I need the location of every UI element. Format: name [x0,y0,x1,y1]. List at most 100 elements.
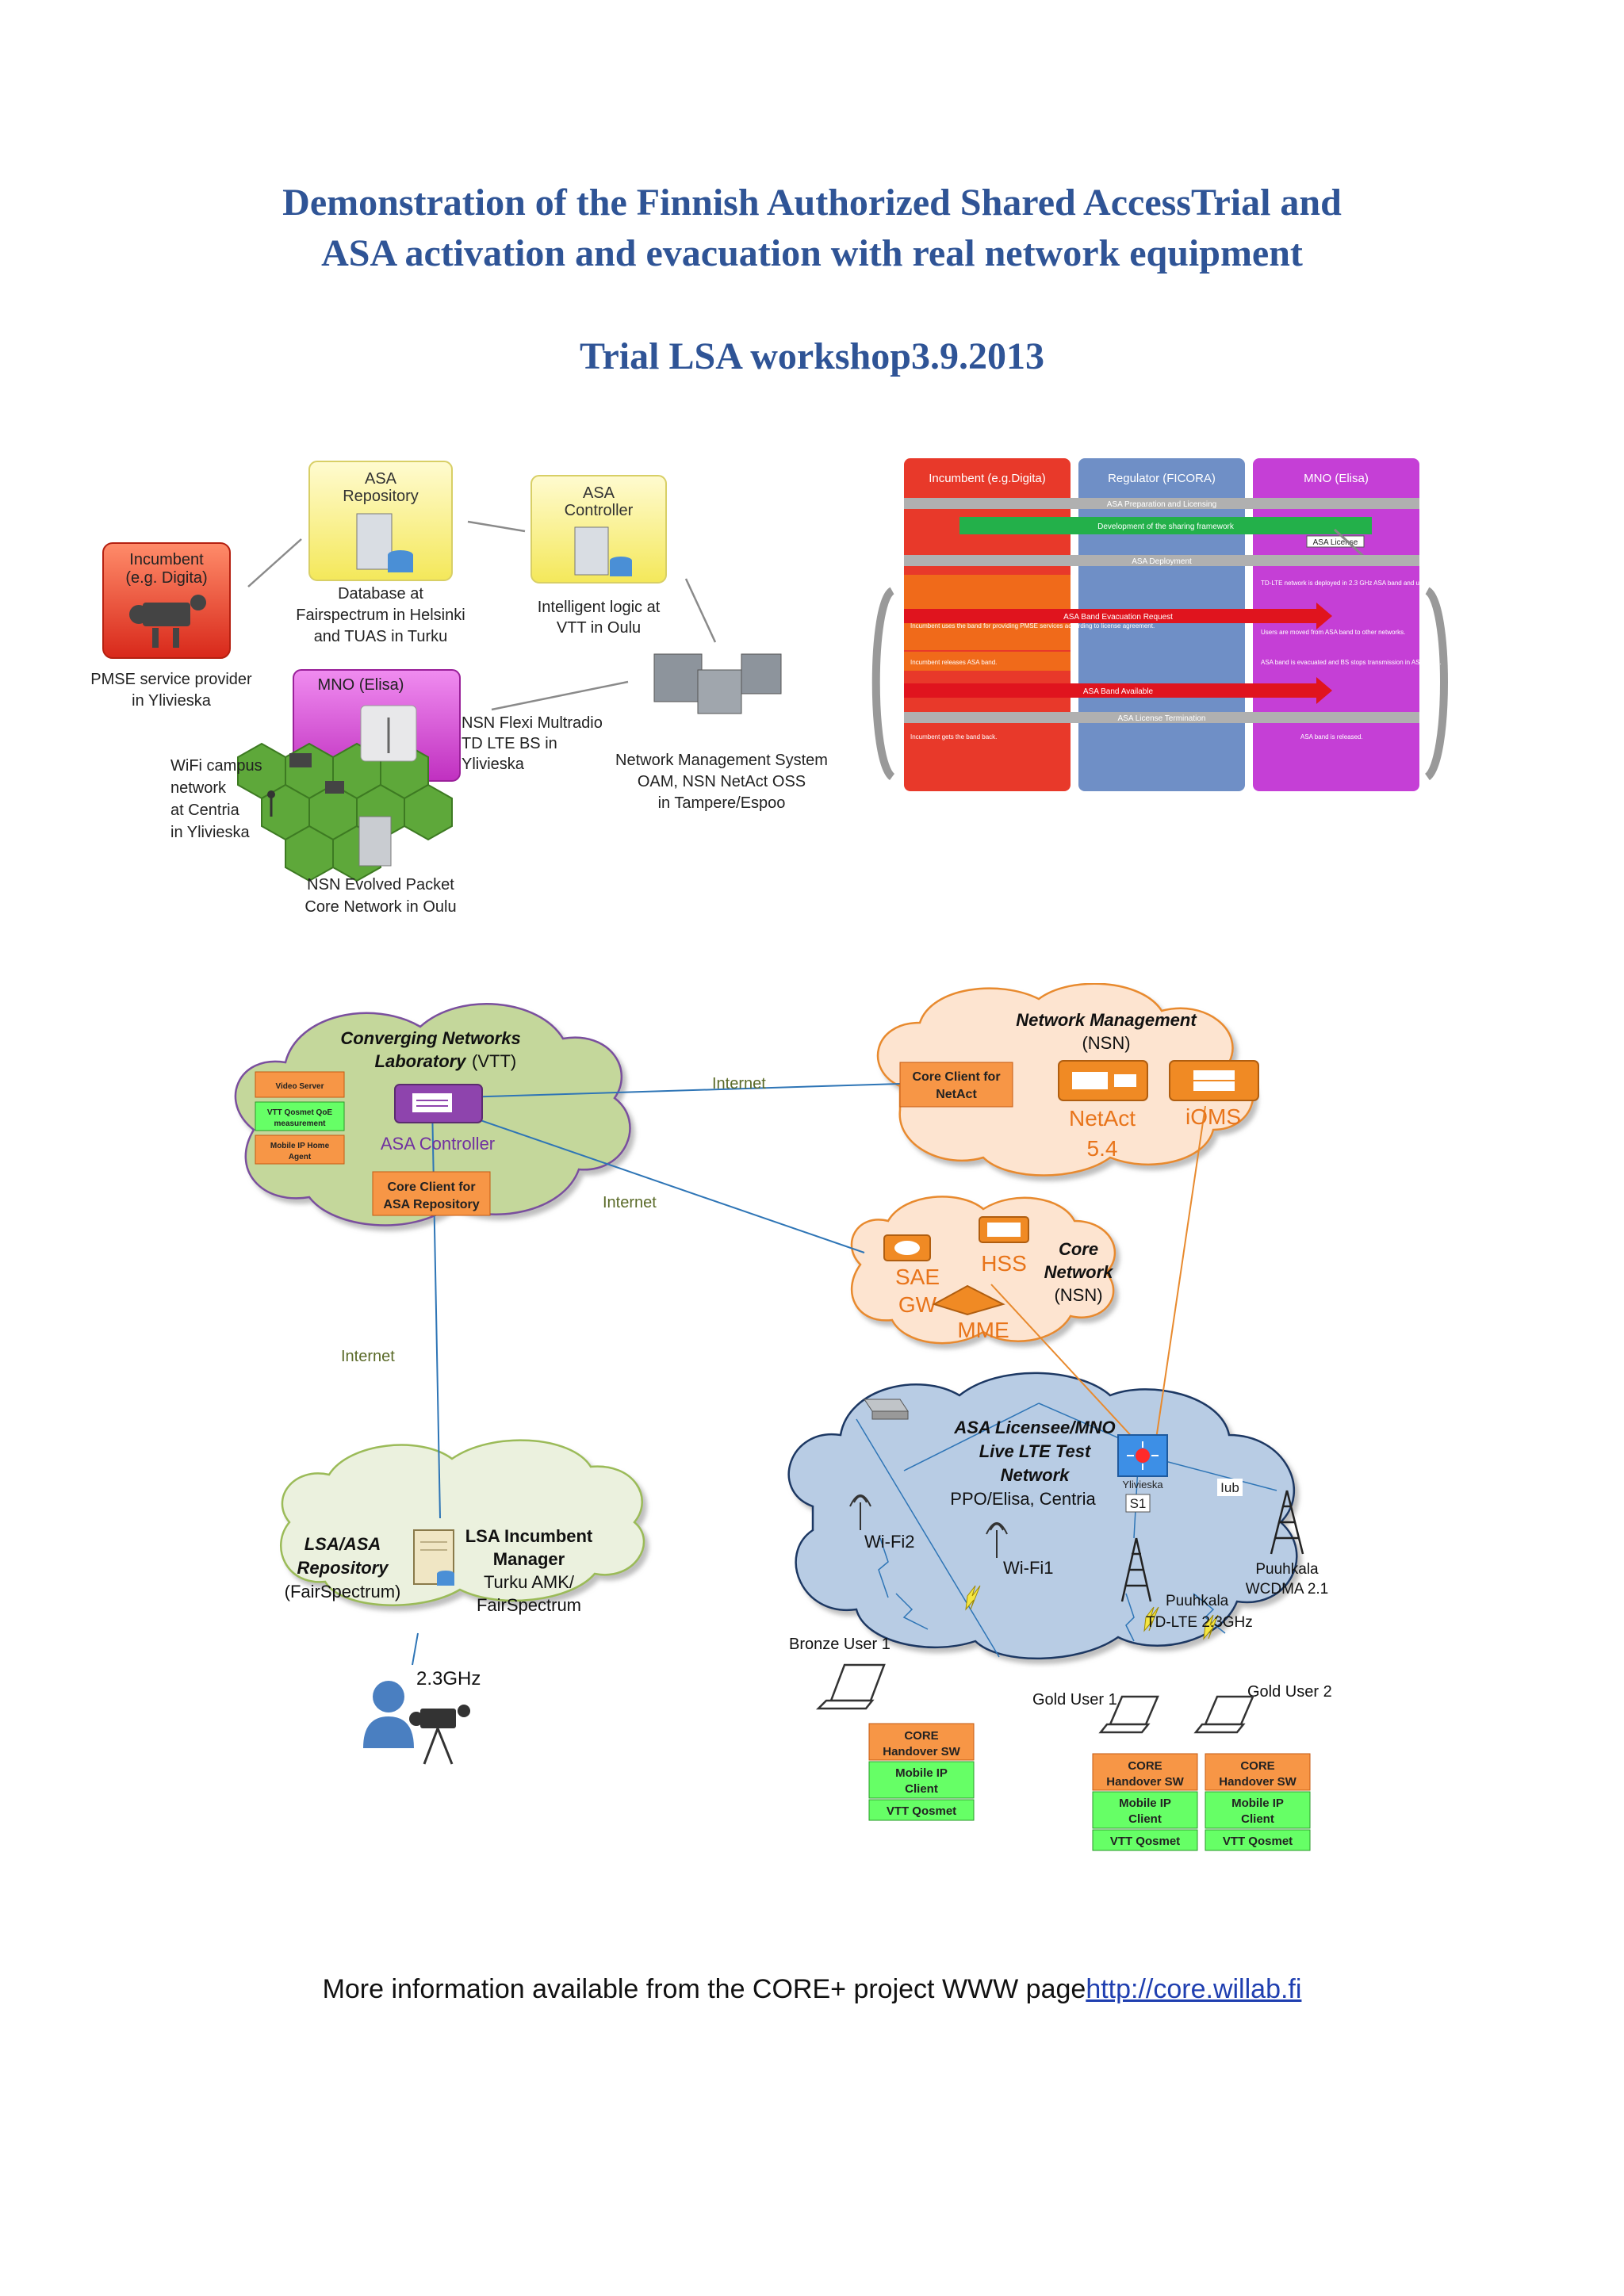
license-label: ASA License [1313,538,1358,547]
base-station-icon [360,705,417,762]
evac-request-arrow [904,609,1316,623]
epc-caption-1: NSN Evolved Packet [307,876,454,894]
puuhkala-wcdma-label-2: WCDMA 2.1 [1246,1581,1329,1598]
lsa-repo-title-1: LSA/ASA [304,1534,381,1554]
phase-bar [904,712,1419,723]
wifi-caption-2: network [170,779,227,797]
mno-node: MNO (Elisa) [237,669,461,882]
regulator-lane [1078,458,1245,791]
asa-repository-label-2: Repository [343,488,419,505]
mno-note-3: ASA band is evacuated and BS stops trans… [1261,659,1442,666]
incumbent-label-2: (e.g. Digita) [125,569,207,587]
band-available-arrow [904,683,1316,698]
wifi2-ap-icon [849,1494,871,1530]
nm-title: Network Management [1016,1010,1197,1030]
core-cloud [850,1196,1116,1345]
server-icon [413,1529,454,1586]
incumbent-label-1: Incumbent [129,551,204,568]
core-client-repo-box [372,1171,491,1216]
incumbent-caption-1: PMSE service provider [90,671,252,688]
lane-title-incumbent: Incumbent (e.g.Digita) [929,472,1046,485]
repository-caption-2: Fairspectrum in Helsinki [296,607,465,624]
asa-repository-node: ASA Repository [308,461,453,581]
footer-link[interactable]: http://core.willab.fi [1086,1974,1302,2004]
phase-bar [904,555,1419,566]
mobile-ip-agent-box [255,1135,345,1165]
lane-title-regulator: Regulator (FICORA) [1108,472,1216,485]
bs-caption-1: NSN Flexi Multradio [462,714,603,732]
td-lte-tower-icon [1120,1537,1152,1602]
core-nsn: (NSN) [1054,1285,1102,1305]
asa-repository-label-1: ASA [365,470,397,488]
video-server-box [255,1071,345,1098]
core-handover-label-1: CORE [1128,1759,1162,1773]
lsa-cloud [280,1439,645,1606]
sharing-bar [959,517,1372,534]
bronze-user-label: Bronze User 1 [789,1636,891,1653]
mno-note-2: Users are moved from ASA band to other n… [1261,629,1405,636]
gold-user-1-label: Gold User 1 [1032,1691,1117,1709]
footer: More information available from the CORE… [0,1974,1624,2005]
qosmet-label-1: VTT Qosmet QoE [267,1108,333,1117]
mno-label: MNO (Elisa) [318,676,404,694]
nm-nsn: (NSN) [1082,1033,1130,1053]
ylivieska-label: Ylivieska [1122,1479,1163,1490]
pen-icon [1333,528,1365,558]
rnc-switch-icon [1117,1434,1168,1477]
mno-sub: PPO/Elisa, Centria [950,1489,1096,1509]
mobile-ip-client-label-1: Mobile IP [1231,1797,1284,1810]
lightning-icon [965,1585,1219,1640]
camera-icon [409,1705,470,1765]
freq-label: 2.3GHz [416,1668,481,1689]
incumbent-caption-2: in Ylivieska [132,692,212,710]
wifi-caption-3: at Centria [170,802,240,819]
coverage-cells [237,742,453,882]
top-architecture-figure: ASA Repository Database at Fairspectrum … [90,458,1451,916]
core-client-repo-label-1: Core Client for [387,1181,475,1194]
laptop-icon [1193,1695,1254,1734]
lsa-incumbent-sub-1: Turku AMK/ [484,1572,575,1592]
cnl-title-2: Laboratory [375,1051,468,1071]
sharing-label: Development of the sharing framework [1097,522,1235,531]
controller-caption-2: VTT in Oulu [557,619,641,637]
mobile-ip-client-label-1: Mobile IP [895,1766,948,1780]
controller-caption-1: Intelligent logic at [538,599,661,616]
subtitle: Trial LSA workshop3.9.2013 [580,335,1044,377]
puuhkala-td-label-2: TD-LTE 2.3GHz [1146,1614,1253,1631]
sequence-chart: Incumbent (e.g.Digita) Regulator (FICORA… [871,458,1451,791]
video-server-label: Video Server [276,1082,324,1091]
nms-caption-2: OAM, NSN NetAct OSS [638,773,806,790]
gw-label: GW [898,1292,937,1317]
internet-label-2: Internet [603,1194,657,1211]
asa-controller-label: ASA Controller [381,1134,495,1154]
qosmet-box [255,1101,345,1131]
incumbent-note-3: Incumbent gets the band back. [910,733,997,740]
laptop-icon [815,1663,886,1710]
bs-caption-2: TD LTE BS in [462,735,557,752]
title-line-1: Demonstration of the Finnish Authorized … [282,182,1342,224]
s1-box [1125,1494,1151,1513]
incumbent-note-2: Incumbent releases ASA band. [910,659,997,666]
core-handover-label-2: Handover SW [1219,1775,1297,1789]
netact-device [1058,1060,1148,1101]
core-title-2: Network [1044,1262,1115,1282]
s1-label: S1 [1130,1496,1147,1511]
mobile-ip-agent-label-1: Mobile IP Home [270,1142,330,1150]
hss-label: HSS [981,1251,1027,1276]
iub-label: Iub [1220,1480,1239,1495]
wcdma-tower-icon [1270,1490,1304,1555]
netact-label-1: NetAct [1069,1106,1136,1131]
management-links [990,1105,1206,1441]
lane-title-mno: MNO (Elisa) [1304,472,1369,485]
wifi1-ap-icon [986,1522,1008,1558]
core-client-repo-label-2: ASA Repository [383,1198,479,1211]
mobile-ip-agent-label-2: Agent [289,1153,312,1161]
puuhkala-td-label-1: Puuhkala [1166,1593,1229,1609]
bs-caption-3: Ylivieska [462,756,525,773]
gold-user-2-stack: CORE Handover SW Mobile IP Client VTT Qo… [1205,1753,1311,1851]
sae-label: SAE [895,1265,940,1289]
asa-controller-node: ASA Controller [530,475,667,584]
nms-caption-3: in Tampere/Espoo [658,794,786,812]
epc-caption-2: Core Network in Oulu [304,898,456,916]
repository-caption-1: Database at [338,585,423,603]
